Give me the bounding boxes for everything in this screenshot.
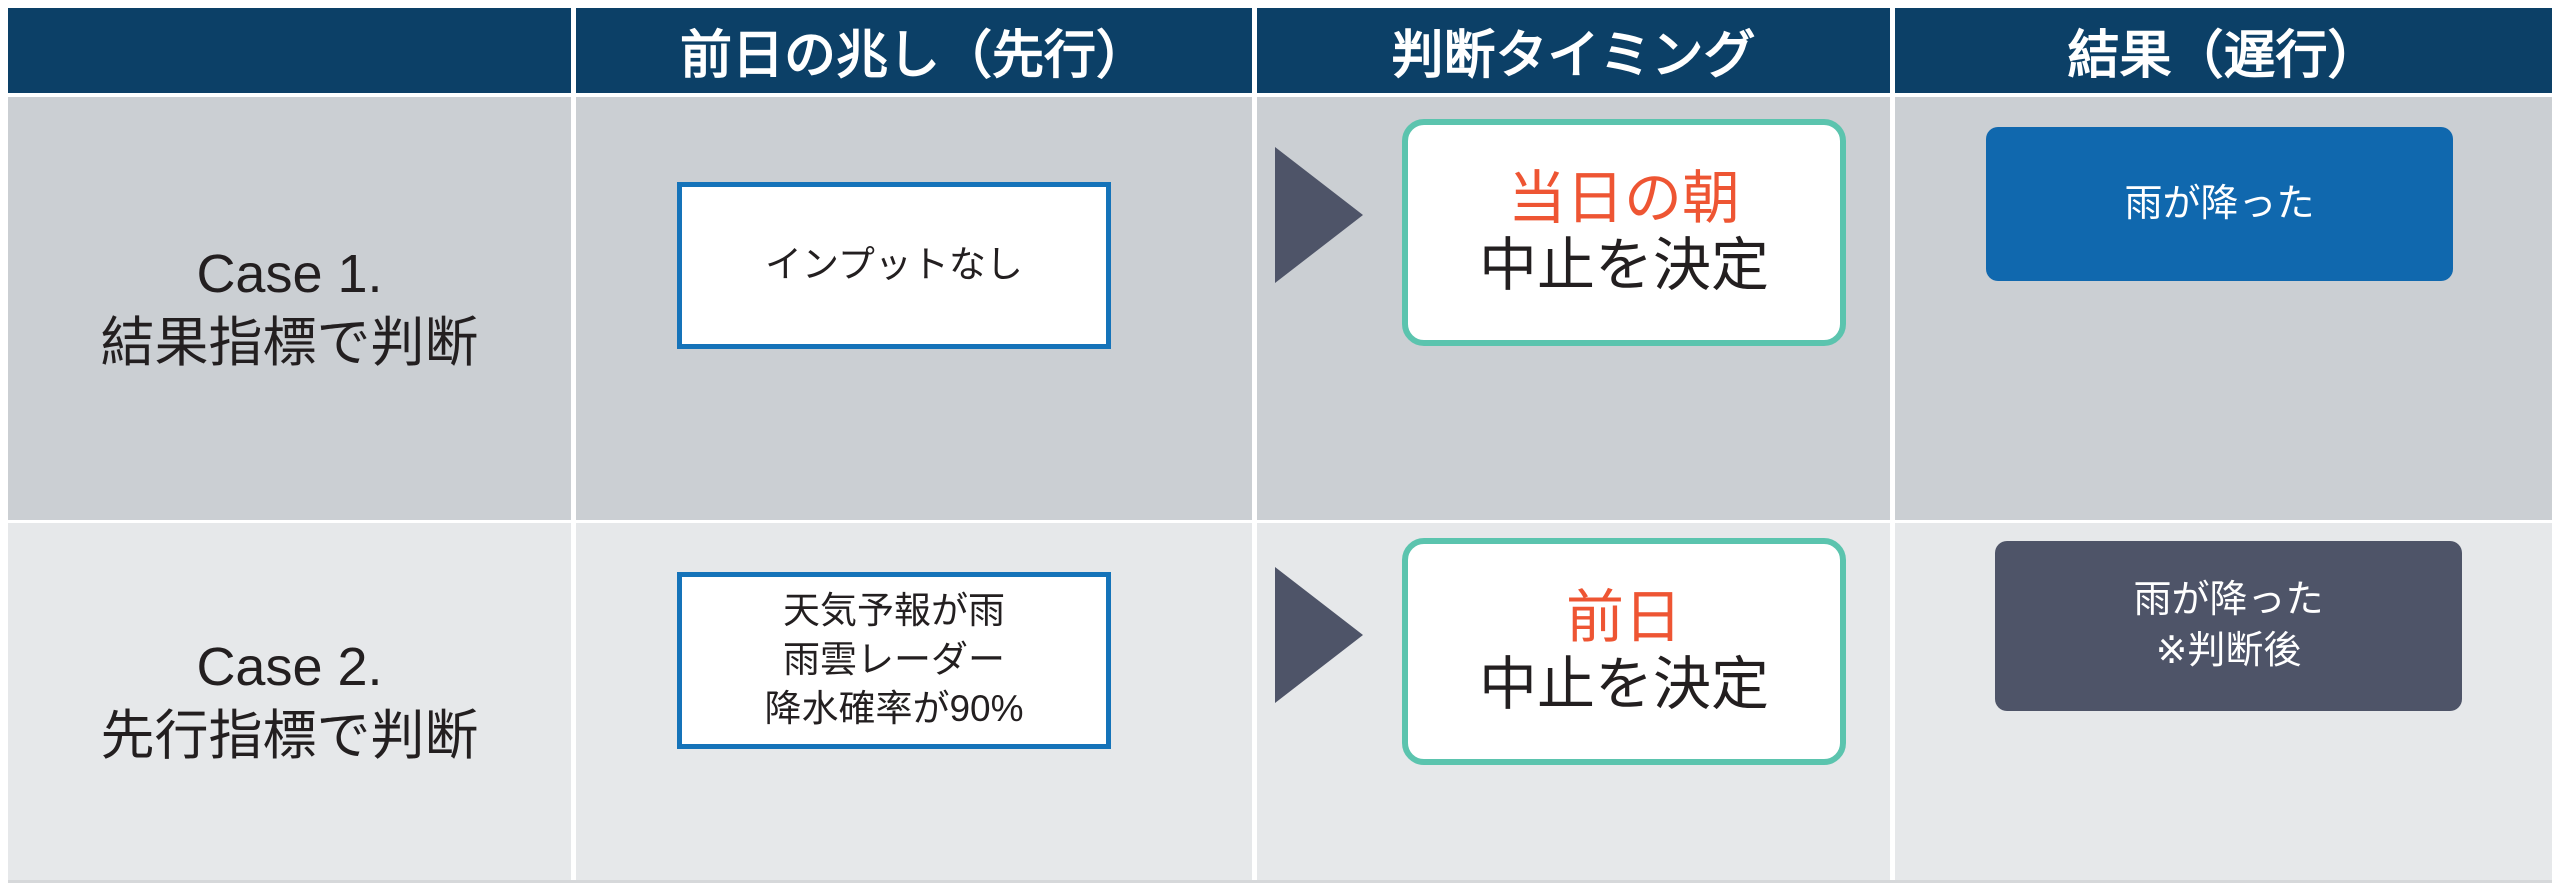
signal-cell-2: 天気予報が雨 雨雲レーダー 降水確率が90% — [576, 523, 1252, 880]
header-cell-result: 結果（遅行） — [1895, 8, 2552, 93]
column-divider — [571, 97, 576, 520]
signal-cell-1: インプットなし — [576, 97, 1252, 520]
case-title-1: Case 1. — [196, 243, 383, 304]
header-cell-leading-signal: 前日の兆し（先行） — [576, 8, 1252, 93]
signal-line: インプットなし — [765, 244, 1023, 286]
signal-box-2: 天気予報が雨 雨雲レーダー 降水確率が90% — [677, 572, 1111, 749]
row-divider — [8, 520, 2552, 523]
result-cell-1: 雨が降った — [1895, 97, 2552, 520]
header-cell-case — [8, 8, 571, 93]
table-row: Case 1. 結果指標で判断 インプットなし 当日の朝 中止を決定 — [8, 97, 2552, 520]
decision-timing-1: 当日の朝 — [1507, 166, 1740, 232]
signal-line: 天気予報が雨 — [783, 590, 1005, 632]
decision-box-2: 前日 中止を決定 — [1402, 538, 1846, 765]
table-row: Case 2. 先行指標で判断 天気予報が雨 雨雲レーダー 降水確率が90% 前… — [8, 523, 2552, 880]
signal-line: 雨雲レーダー — [783, 639, 1005, 681]
table-bottom-border — [8, 880, 2552, 883]
result-box-2: 雨が降った ※判断後 — [1995, 541, 2462, 711]
column-divider — [1890, 523, 1895, 880]
header-label-leading-signal: 前日の兆し（先行） — [679, 27, 1148, 85]
triangle-right-icon — [1275, 147, 1363, 283]
case-cell-1: Case 1. 結果指標で判断 — [8, 97, 571, 520]
result-line: 雨が降った — [2124, 182, 2315, 225]
result-line: 雨が降った — [2133, 579, 2324, 622]
result-cell-2: 雨が降った ※判断後 — [1895, 523, 2552, 880]
table-header-row: 前日の兆し（先行） 判断タイミング 結果（遅行） — [0, 8, 2560, 93]
column-divider — [571, 523, 576, 880]
header-cell-decision-timing: 判断タイミング — [1257, 8, 1890, 93]
decision-box-1: 当日の朝 中止を決定 — [1402, 119, 1846, 346]
case-title-2: Case 2. — [196, 636, 383, 697]
column-divider — [1890, 97, 1895, 520]
case-subtitle-2: 先行指標で判断 — [100, 705, 479, 766]
case-subtitle-1: 結果指標で判断 — [100, 312, 479, 373]
decision-cell-2: 前日 中止を決定 — [1257, 523, 1890, 880]
result-line: ※判断後 — [2155, 630, 2302, 672]
triangle-right-icon — [1275, 567, 1363, 703]
decision-action-2: 中止を決定 — [1478, 651, 1769, 717]
signal-line: 降水確率が90% — [764, 687, 1024, 729]
signal-box-1: インプットなし — [677, 182, 1111, 349]
column-divider — [1252, 523, 1257, 880]
result-box-1: 雨が降った — [1986, 127, 2453, 281]
decision-action-1: 中止を決定 — [1478, 232, 1769, 298]
case-label-1: Case 1. 結果指標で判断 — [8, 239, 571, 377]
header-label-result: 結果（遅行） — [2067, 27, 2380, 85]
case-label-2: Case 2. 先行指標で判断 — [8, 632, 571, 770]
case-cell-2: Case 2. 先行指標で判断 — [8, 523, 571, 880]
decision-cell-1: 当日の朝 中止を決定 — [1257, 97, 1890, 520]
decision-timing-2: 前日 — [1565, 585, 1682, 651]
header-label-decision-timing: 判断タイミング — [1391, 27, 1756, 85]
column-divider — [1252, 97, 1257, 520]
